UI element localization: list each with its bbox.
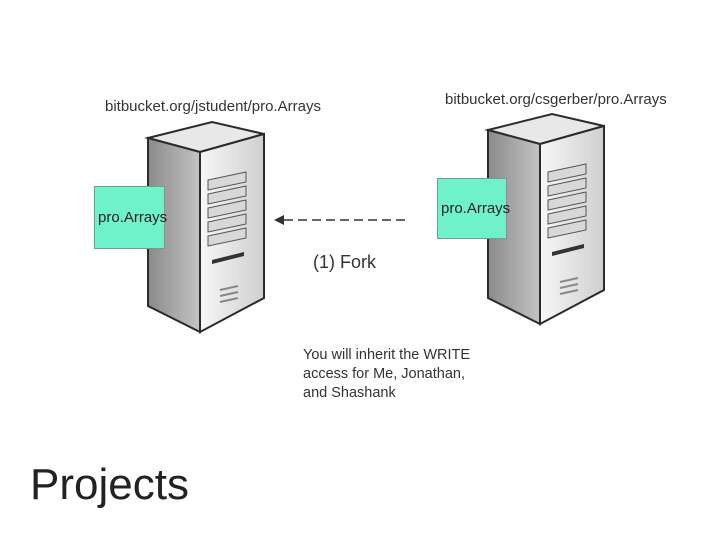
right-repo-label: pro.Arrays [441,200,511,217]
note-line-2: access for Me, Jonathan, [303,366,465,382]
slide-title: Projects [30,460,189,509]
left-server-url: bitbucket.org/jstudent/pro.Arrays [105,98,321,115]
left-repo-box: pro.Arrays [94,186,168,249]
fork-label: (1) Fork [313,252,376,272]
fork-arrow [274,215,408,225]
note-line-1: You will inherit the WRITE [303,347,471,363]
right-repo-box: pro.Arrays [437,178,511,239]
inherit-note: You will inherit the WRITE access for Me… [303,346,503,403]
right-server-url: bitbucket.org/csgerber/pro.Arrays [445,91,667,108]
note-line-3: and Shashank [303,385,396,401]
left-repo-label: pro.Arrays [98,209,168,226]
right-server-icon [484,112,605,326]
